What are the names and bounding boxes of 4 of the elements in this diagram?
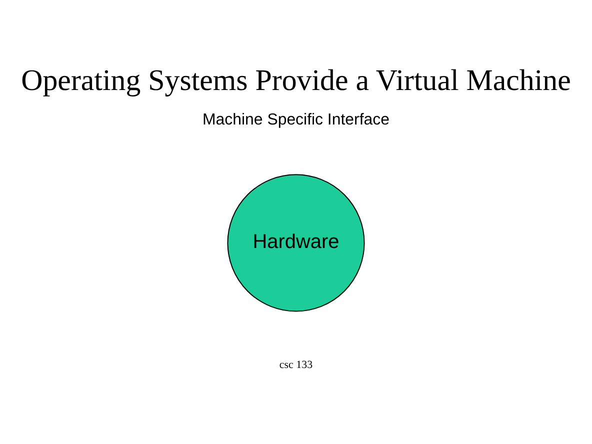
node-circle: Hardware — [227, 174, 365, 312]
label: csc 133 — [279, 358, 313, 370]
label: Machine Specific Interface — [202, 111, 390, 128]
diagram-title: Operating Systems Provide a Virtual Machine — [21, 63, 571, 96]
